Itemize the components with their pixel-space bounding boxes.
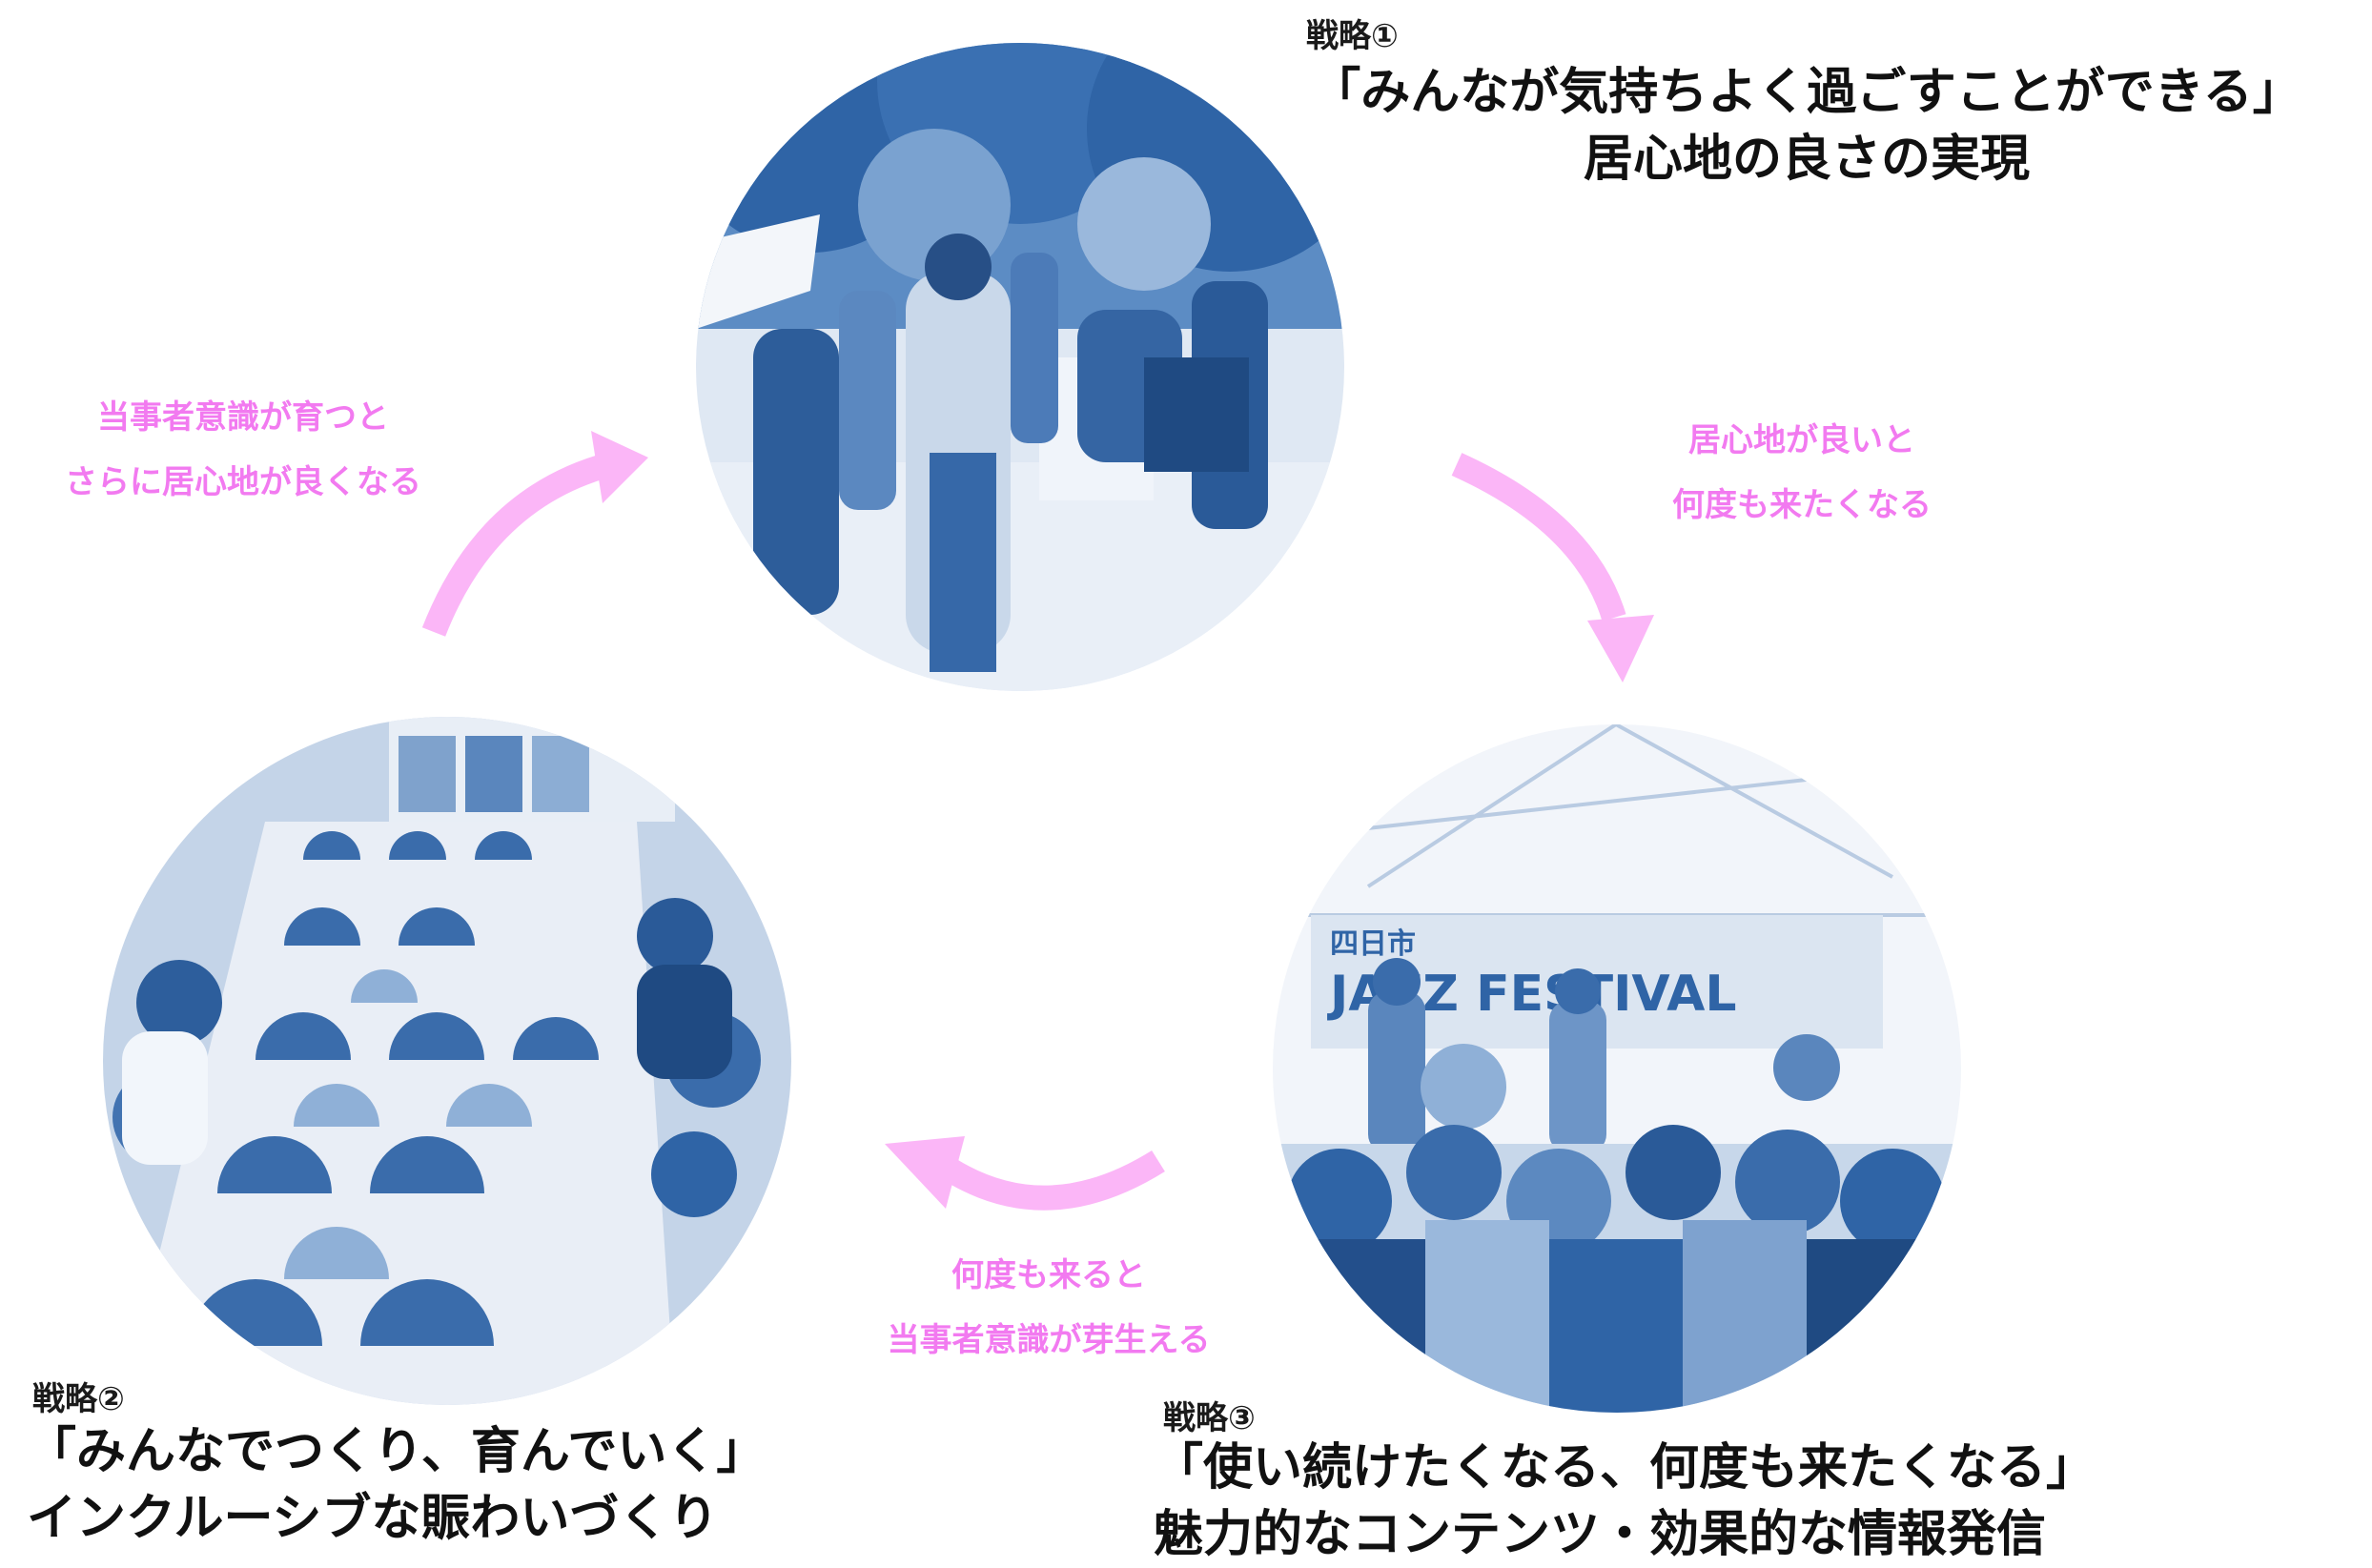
photo-children-workshop-graphic (103, 717, 791, 1405)
strategy-3-tag: 戦略③ (1163, 1399, 1256, 1437)
arrow-head-to-strategy3 (1587, 615, 1654, 682)
arrow-to-strategy3 (1451, 453, 1626, 621)
arrow-to-strategy2 (945, 1150, 1165, 1211)
caption-to-strategy3-line2: 何度も来たくなる (1672, 486, 1932, 524)
caption-to-strategy2-line2: 当事者意識が芽生える (887, 1321, 1211, 1359)
caption-to-strategy1-line1: 当事者意識が育つと (97, 398, 389, 437)
strategy-2-tag: 戦略② (32, 1380, 125, 1418)
caption-to-strategy1-line2: さらに居心地が良くなる (65, 463, 421, 501)
caption-to-strategy3-line1: 居心地が良いと (1688, 421, 1915, 459)
photo-outdoor-gathering-graphic (696, 43, 1344, 691)
strategy-1-title-line1: 「みんなが気持ちよく過ごすことができる」 (1311, 64, 2302, 121)
festival-sign-city: 四日市 (1330, 927, 1416, 961)
caption-to-strategy1: 当事者意識が育つと さらに居心地が良くなる (19, 385, 467, 515)
photo-jazz-festival-graphic: 四日市 JAZZ FESTIVAL (1273, 724, 1961, 1413)
strategy-2-title: 「みんなでつくり、育んでいく」 インクルーシブな賑わいづくり (27, 1418, 766, 1552)
strategy-3-title-line2: 魅力的なコンテンツ・効果的な情報発信 (1154, 1506, 2047, 1563)
strategy-1-tag: 戦略① (1306, 17, 1399, 55)
strategy-3-title-line1: 「使い続けたくなる、何度も来たくなる」 (1154, 1439, 2096, 1497)
photo-children-workshop (103, 717, 791, 1405)
strategy-2-title-line2: インクルーシブな賑わいづくり (27, 1490, 719, 1547)
photo-jazz-festival: 四日市 JAZZ FESTIVAL (1273, 724, 1961, 1413)
arrow-to-strategy1 (421, 452, 614, 637)
strategy-3-title: 「使い続けたくなる、何度も来たくなる」 魅力的なコンテンツ・効果的な情報発信 (1154, 1435, 2096, 1568)
caption-to-strategy2-line1: 何度も来ると (951, 1256, 1146, 1294)
caption-to-strategy2: 何度も来ると 当事者意識が芽生える (820, 1243, 1278, 1373)
caption-to-strategy3: 居心地が良いと 何度も来たくなる (1621, 408, 1983, 538)
photo-outdoor-gathering (696, 43, 1344, 691)
strategy-1-title: 「みんなが気持ちよく過ごすことができる」 居心地の良さの実現 (1268, 59, 2345, 193)
strategy-2-title-line1: 「みんなでつくり、育んでいく」 (27, 1423, 767, 1480)
strategy-1-title-line2: 居心地の良さの実現 (1583, 131, 2030, 188)
